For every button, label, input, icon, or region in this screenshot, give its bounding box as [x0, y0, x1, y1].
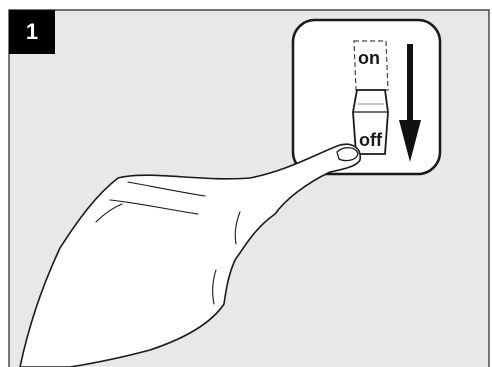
panel-border	[8, 9, 490, 367]
arrow-down-icon	[399, 44, 421, 162]
switch-on-label: on	[358, 48, 380, 68]
rocker-switch	[352, 40, 389, 155]
switch-off-label: off	[359, 130, 382, 150]
pointing-hand	[19, 143, 362, 367]
step-number-badge: 1	[9, 10, 55, 54]
